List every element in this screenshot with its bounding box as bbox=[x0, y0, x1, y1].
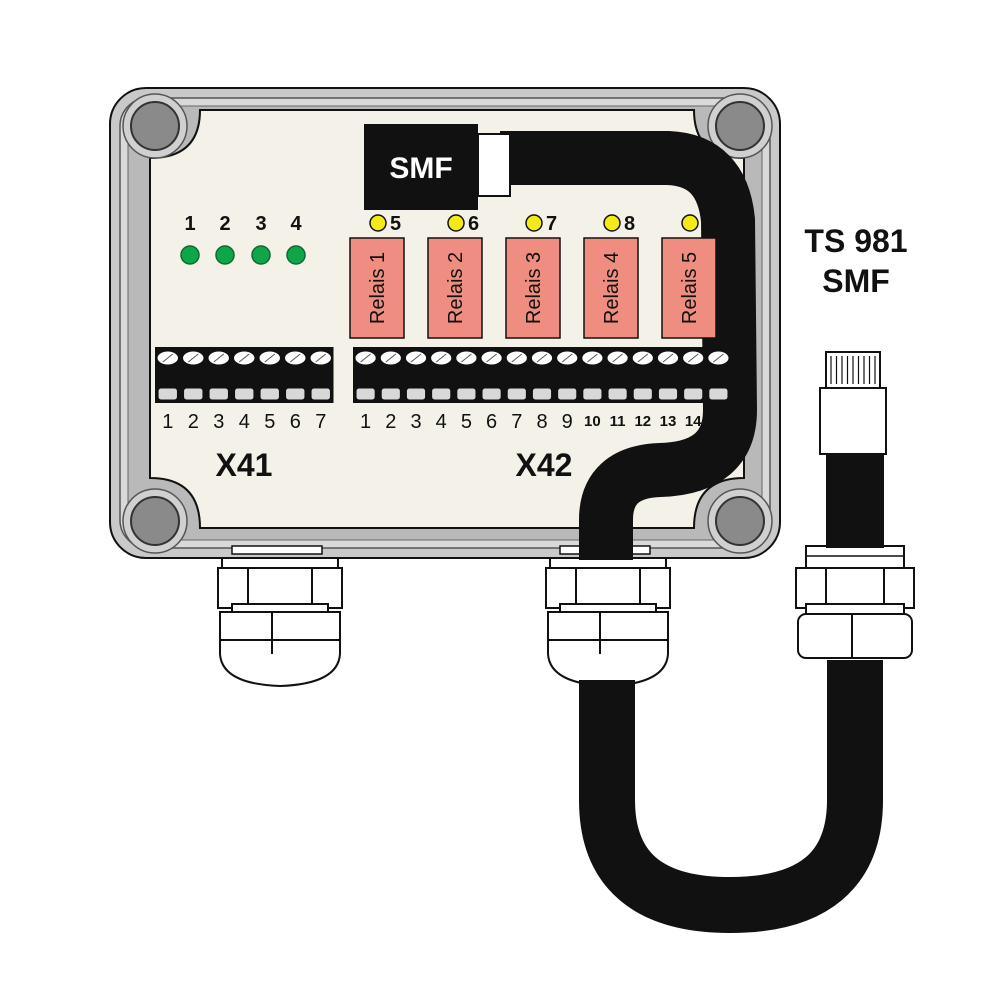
yellow-led-icon bbox=[447, 214, 465, 232]
terminal-contact-icon bbox=[208, 387, 229, 401]
terminal-contact-icon bbox=[481, 387, 502, 401]
relay-label: Relais 3 bbox=[523, 252, 545, 324]
terminal-contact-icon bbox=[431, 387, 452, 401]
terminal-contact-icon bbox=[285, 387, 306, 401]
yellow-led-icon bbox=[603, 214, 621, 232]
terminal-contact-icon bbox=[234, 387, 255, 401]
relay-label: Relais 2 bbox=[445, 252, 467, 324]
terminal-contact-icon bbox=[355, 387, 376, 401]
terminal-contact-icon bbox=[657, 387, 679, 401]
relay-label: Relais 4 bbox=[601, 252, 623, 324]
terminal-contact-icon bbox=[259, 387, 280, 401]
terminal-number: 7 bbox=[315, 411, 326, 433]
terminal-number: 11 bbox=[610, 413, 626, 430]
gland-slot-left bbox=[231, 545, 323, 555]
terminal-contact-icon bbox=[582, 387, 603, 401]
green-led-label: 1 bbox=[184, 213, 195, 235]
terminal-contact-icon bbox=[157, 387, 178, 401]
product-label-line2: SMF bbox=[822, 263, 890, 299]
relay-body bbox=[349, 237, 405, 339]
terminal-contact-icon bbox=[183, 387, 204, 401]
terminal-contact-icon bbox=[380, 387, 401, 401]
green-led-label: 3 bbox=[255, 213, 266, 235]
green-led-icon bbox=[286, 245, 306, 265]
terminal-contact-icon bbox=[310, 387, 331, 401]
external-cable-upper bbox=[826, 452, 884, 548]
corner-screw-br bbox=[707, 488, 773, 554]
yellow-led-label: 7 bbox=[546, 213, 557, 235]
corner-screw-tl bbox=[122, 93, 188, 159]
yellow-led-icon bbox=[681, 214, 699, 232]
terminal-number: 6 bbox=[290, 411, 301, 433]
relay-body bbox=[505, 237, 561, 339]
green-led-icon bbox=[180, 245, 200, 265]
relay-body bbox=[583, 237, 639, 339]
terminal-number: 1 bbox=[360, 411, 371, 433]
terminal-number: 12 bbox=[634, 413, 651, 430]
green-led-icon bbox=[251, 245, 271, 265]
cable-gland-right bbox=[795, 545, 915, 659]
relay-label: Relais 1 bbox=[367, 252, 389, 324]
terminal-number: 5 bbox=[461, 411, 472, 433]
terminal-contact-icon bbox=[632, 387, 653, 401]
relay-label: Relais 5 bbox=[679, 252, 701, 324]
green-led-label: 4 bbox=[290, 213, 302, 235]
terminal-number: 4 bbox=[239, 411, 250, 433]
terminal-number: 14 bbox=[685, 413, 702, 430]
green-led-label: 2 bbox=[219, 213, 230, 235]
terminal-number: 5 bbox=[264, 411, 275, 433]
internal-cable bbox=[500, 131, 757, 560]
yellow-led-label: 8 bbox=[624, 213, 635, 235]
terminal-contact-icon bbox=[708, 387, 729, 401]
terminal-number: 6 bbox=[486, 411, 497, 433]
smf-module bbox=[364, 124, 511, 210]
terminal-contact-icon bbox=[405, 387, 427, 401]
terminal-number: 2 bbox=[188, 411, 199, 433]
terminal-number: 2 bbox=[385, 411, 396, 433]
terminal-number: 9 bbox=[562, 411, 573, 433]
cable-gland-middle bbox=[545, 552, 671, 688]
terminal-number: 1 bbox=[162, 411, 173, 433]
terminal-number: 10 bbox=[584, 413, 601, 430]
relay-body bbox=[427, 237, 483, 339]
yellow-led-icon bbox=[525, 214, 543, 232]
terminal-number: 8 bbox=[536, 411, 547, 433]
yellow-led-label: 6 bbox=[468, 213, 479, 235]
cable-gland-left bbox=[217, 552, 343, 688]
yellow-led-label: 9 bbox=[702, 213, 713, 235]
corner-screw-bl bbox=[122, 488, 188, 554]
terminal-number: 3 bbox=[410, 411, 421, 433]
terminal-number: 7 bbox=[511, 411, 522, 433]
terminal-x41-label: X41 bbox=[216, 447, 273, 483]
terminal-contact-icon bbox=[557, 387, 578, 401]
yellow-led-icon bbox=[369, 214, 387, 232]
terminal-x42-label: X42 bbox=[516, 447, 573, 483]
terminal-contact-icon bbox=[683, 387, 704, 401]
external-cable bbox=[579, 660, 883, 934]
rj-connector-icon bbox=[819, 351, 887, 455]
terminal-contact-icon bbox=[506, 387, 527, 401]
yellow-led-label: 5 bbox=[390, 213, 401, 235]
terminal-number: 15 bbox=[710, 413, 727, 430]
product-label-line1: TS 981 bbox=[804, 223, 907, 259]
terminal-contact-icon bbox=[531, 387, 553, 401]
terminal-contact-icon bbox=[456, 387, 477, 401]
corner-screw-tr bbox=[707, 93, 773, 159]
relay-body bbox=[661, 237, 717, 339]
terminal-number: 4 bbox=[436, 411, 447, 433]
terminal-number: 13 bbox=[660, 413, 677, 430]
terminal-number: 3 bbox=[213, 411, 224, 433]
green-led-icon bbox=[215, 245, 235, 265]
terminal-contact-icon bbox=[607, 387, 628, 401]
smf-module-label: SMF bbox=[389, 152, 452, 185]
